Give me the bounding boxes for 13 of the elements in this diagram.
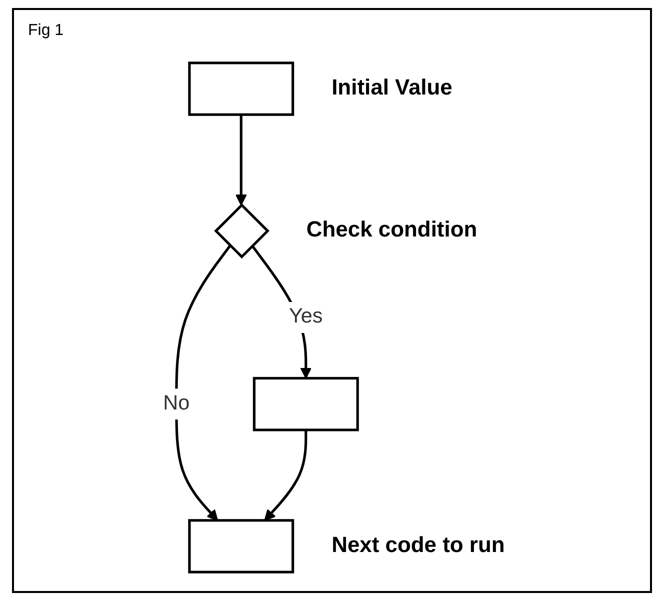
arrow xyxy=(264,430,308,521)
node-caption: Check condition xyxy=(306,216,478,242)
arrow xyxy=(175,244,232,521)
node-caption: Initial Value xyxy=(332,74,452,100)
decision-diamond xyxy=(214,203,270,259)
process-box xyxy=(188,519,294,574)
node-caption: Next code to run xyxy=(332,532,505,558)
edge-label: Yes xyxy=(289,302,323,333)
edge-label: No xyxy=(163,388,190,420)
arrow xyxy=(235,114,247,206)
process-box xyxy=(188,62,294,116)
process-box xyxy=(252,376,359,432)
figure-title: Fig 1 xyxy=(28,22,64,40)
